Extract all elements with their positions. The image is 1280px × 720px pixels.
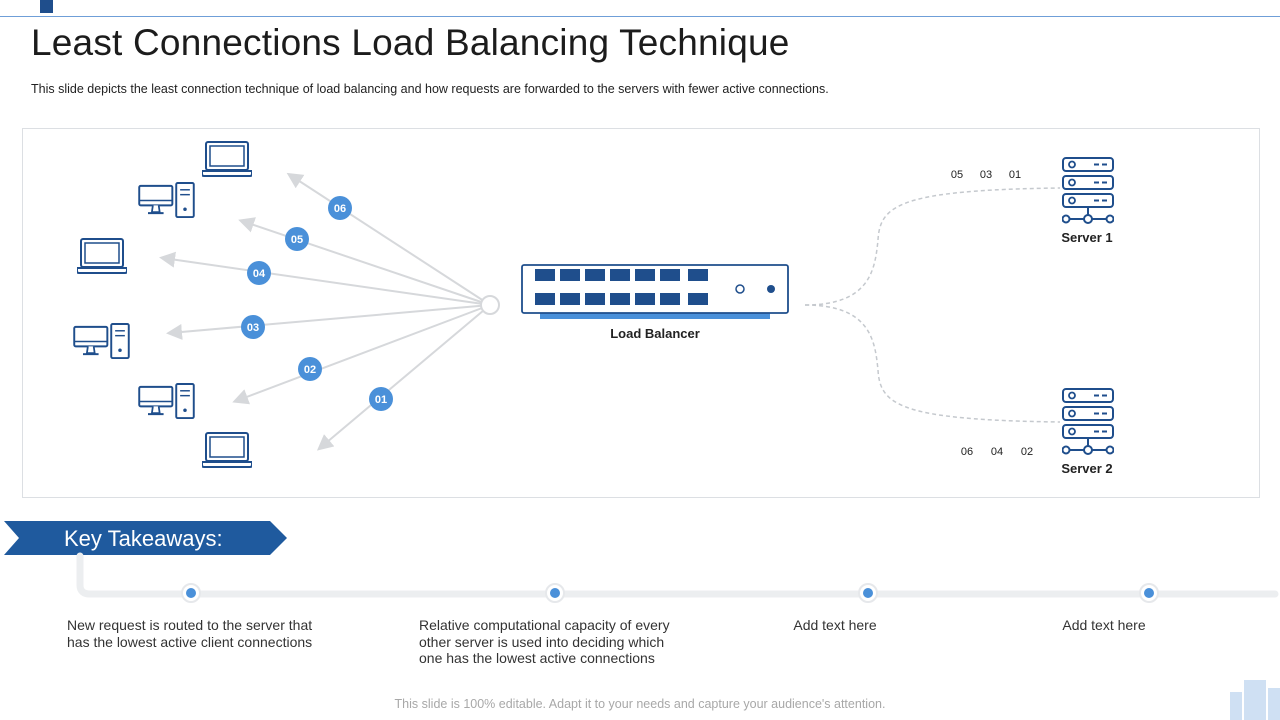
server-2-request-number: 04 (991, 446, 1003, 458)
page-subtitle: This slide depicts the least connection … (31, 82, 829, 96)
request-arrows (159, 172, 491, 451)
server-2-request-number: 02 (1021, 446, 1033, 458)
request-arrow (166, 304, 491, 340)
server-1-request-number: 01 (1009, 169, 1021, 181)
timeline-track (76, 552, 1279, 598)
request-arrow (238, 217, 491, 306)
load-balancer-icon (521, 264, 789, 319)
timeline-dot (545, 583, 565, 603)
request-badge: 03 (241, 315, 265, 339)
request-badge: 06 (328, 196, 352, 220)
request-arrow (286, 172, 491, 306)
laptop-icon (202, 141, 252, 177)
connector-to-server-2 (804, 304, 1061, 423)
server-1-request-number: 03 (980, 169, 992, 181)
server-1-request-number: 05 (951, 169, 963, 181)
connector-to-server-1 (804, 187, 1061, 306)
page-title: Least Connections Load Balancing Techniq… (31, 22, 790, 63)
server-2-label: Server 2 (1061, 461, 1112, 476)
footer-note: This slide is 100% editable. Adapt it to… (394, 697, 886, 711)
takeaway-item: Add text here (1062, 617, 1146, 633)
svg-text:04: 04 (253, 268, 266, 280)
svg-text:03: 03 (247, 322, 259, 334)
request-arrow (159, 251, 491, 306)
timeline-dot (858, 583, 878, 603)
request-arrow (232, 304, 491, 405)
load-balancer-label: Load Balancer (610, 326, 700, 341)
request-badge: 02 (298, 357, 322, 381)
request-badges: 06 05 04 03 02 01 (241, 196, 393, 411)
building-icon (1230, 680, 1280, 720)
timeline-dot (1139, 583, 1159, 603)
hub-node (480, 295, 500, 315)
takeaway-item: Relative computational capacity of every… (419, 617, 670, 666)
svg-text:01: 01 (375, 394, 387, 406)
server-rack-icon (1062, 157, 1114, 224)
svg-text:02: 02 (304, 364, 316, 376)
timeline-dot (181, 583, 201, 603)
header-accent-tab (40, 0, 53, 13)
key-takeaways-heading: Key Takeaways: (64, 526, 223, 551)
takeaway-item: Add text here (793, 617, 877, 633)
desktop-computer-icon (138, 182, 195, 219)
takeaway-banner (4, 521, 287, 555)
takeaway-item: New request is routed to the server that… (67, 617, 313, 650)
server-rack-icon (1062, 388, 1114, 455)
request-badge: 01 (369, 387, 393, 411)
svg-text:06: 06 (334, 203, 346, 215)
server-1-label: Server 1 (1061, 230, 1112, 245)
request-badge: 04 (247, 261, 271, 285)
desktop-computer-icon (138, 383, 195, 420)
timeline-markers (181, 583, 1159, 603)
request-badge: 05 (285, 227, 309, 251)
desktop-computer-icon (73, 323, 130, 360)
svg-text:05: 05 (291, 234, 303, 246)
header-rule (0, 16, 1280, 17)
laptop-icon (77, 238, 127, 274)
request-arrow (316, 304, 491, 451)
laptop-icon (202, 432, 252, 468)
server-2-request-number: 06 (961, 446, 973, 458)
